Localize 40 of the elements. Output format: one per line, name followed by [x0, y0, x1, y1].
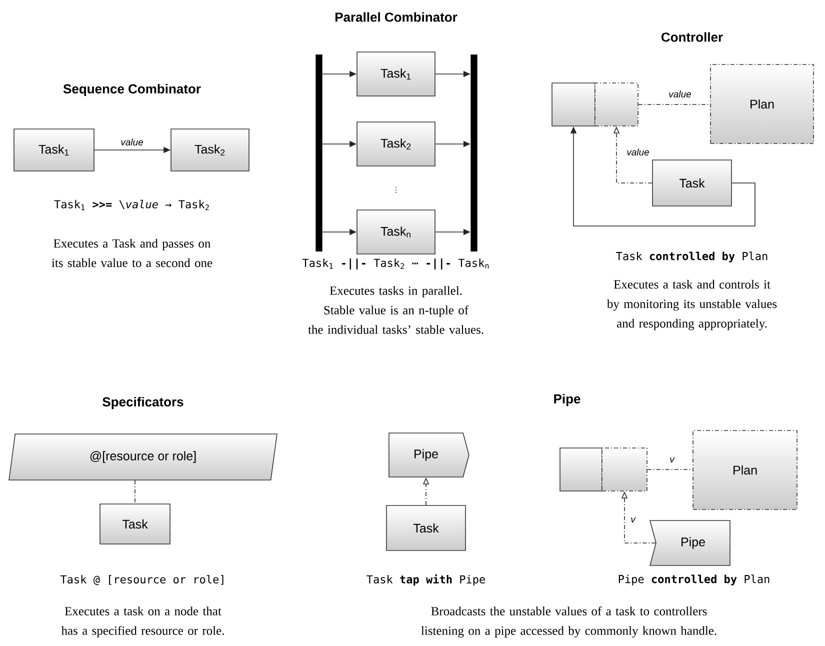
task-box: Task$_{2}$: [356, 122, 436, 166]
heading: Parallel Combinator: [335, 12, 458, 22]
dash-dot-box: [594, 82, 638, 126]
plan-box: Plan: [692, 430, 798, 510]
connector-line: [647, 469, 693, 470]
dash-dot-box: [602, 448, 648, 492]
edge-label: value: [626, 148, 650, 156]
edge-label: v: [630, 516, 636, 524]
connector-line: [638, 104, 710, 105]
solid-box: [560, 448, 602, 492]
edge-label: v: [668, 456, 676, 464]
task-box: Task: [100, 504, 170, 544]
description: Executes a Task and passes on its stable value to a second one: [52, 238, 212, 268]
code-expression: Task tap with Pipe: [366, 574, 485, 586]
description: Executes tasks in parallel. Stable value is an n-tuple of the individual tasks’ stable values.: [308, 286, 484, 334]
heading: Pipe: [554, 394, 580, 406]
description: Executes a task on a node that has a specified resource or role.: [61, 606, 224, 638]
plan-box: Plan: [710, 64, 814, 144]
vertical-bar: [470, 54, 478, 252]
task-box: Task: [652, 160, 732, 206]
code-expression: Task$_{1}$ -||- Task$_{2}$ ⋯ -||- Task$_{n}$: [302, 258, 489, 270]
code-expression: Task @ [resource or role]: [60, 574, 224, 586]
edge-label: value: [120, 138, 144, 146]
heading: Sequence Combinator: [63, 84, 201, 96]
parallelogram: @[resource or role]: [8, 434, 278, 480]
task-box: Task$_{2}$: [170, 128, 250, 172]
solid-box: [552, 82, 596, 126]
code-expression: Task$_{1}$ >>= \value → Task$_{2}$: [54, 200, 209, 210]
vertical-bar: [316, 54, 322, 252]
code-expression: Task controlled by Plan: [616, 252, 768, 262]
heading: Specificators: [102, 396, 184, 410]
description: Broadcasts the unstable values of a task to controllers listening on a pipe accessed by commonly known handle.: [421, 606, 716, 638]
description: Executes a task and controls it by monitoring its unstable values and responding appropriately.: [606, 280, 777, 330]
task-box: Task$_{n}$: [356, 210, 436, 254]
connector-line: [134, 480, 136, 504]
heading: Controller: [661, 32, 723, 42]
task-box: Task: [386, 505, 466, 551]
edge-label: value: [668, 90, 692, 98]
task-box: Task$_{1}$: [356, 52, 436, 96]
task-box: Task$_{1}$: [14, 128, 94, 172]
